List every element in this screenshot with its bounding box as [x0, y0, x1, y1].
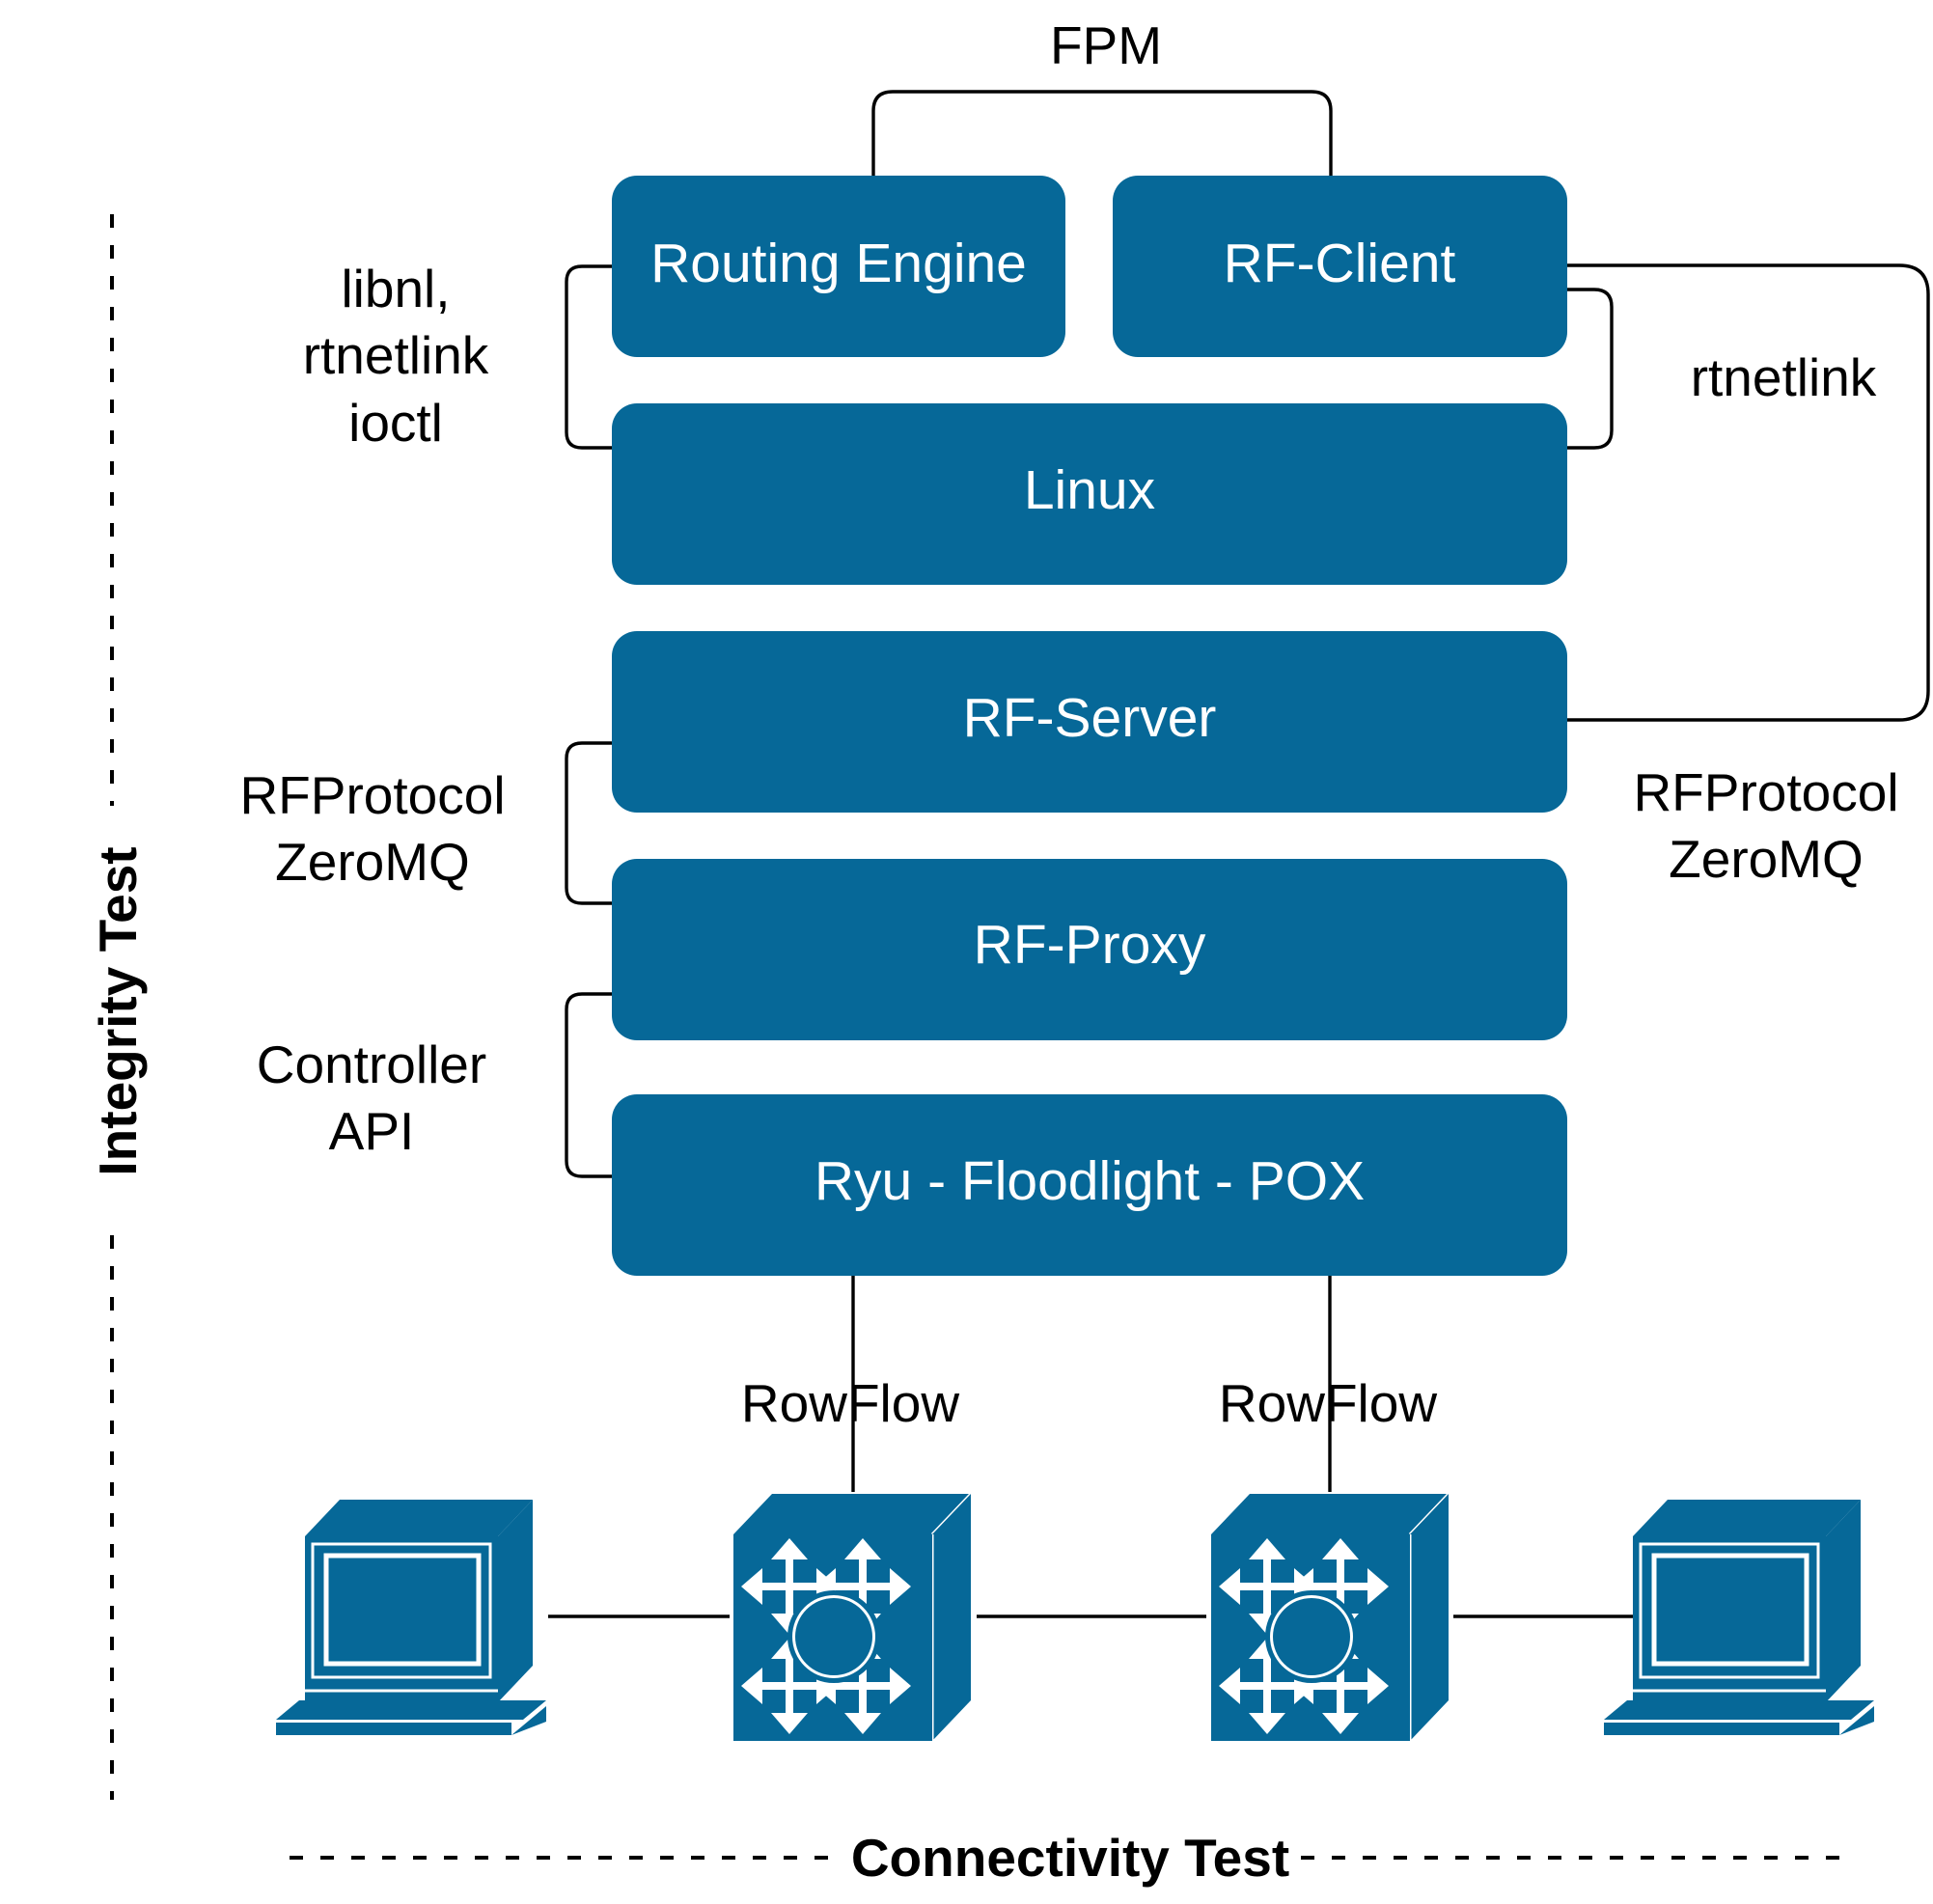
controller-api-label-line-2: API — [329, 1101, 415, 1161]
libnl-label-line-3: ioctl — [348, 393, 443, 453]
routing-engine-label: Routing Engine — [650, 233, 1027, 294]
fpm-connector — [871, 90, 1333, 176]
rf-proxy-box: RF-Proxy — [612, 859, 1567, 1040]
libnl-connector — [565, 264, 612, 450]
laptop-icon — [1604, 1500, 1874, 1735]
rfprotocol-right-label-line-1: RFProtocol — [1633, 762, 1898, 822]
rfprotocol-right-label-line-2: ZeroMQ — [1669, 829, 1864, 889]
controller-api-label-line-1: Controller — [257, 1035, 486, 1094]
rf-client-label: RF-Client — [1224, 233, 1456, 294]
controller-api-connector — [565, 992, 612, 1178]
rtnetlink-right-label: rtnetlink — [1691, 347, 1877, 407]
rf-server-box: RF-Server — [612, 631, 1567, 813]
laptop-icon — [276, 1500, 546, 1735]
rtnetlink-outer-connector — [1567, 263, 1930, 722]
rfprotocol-left-label-line-1: RFProtocol — [239, 765, 505, 825]
linux-label: Linux — [1024, 459, 1155, 521]
rowflow-right-label: RowFlow — [1219, 1373, 1437, 1433]
linux-box: Linux — [612, 403, 1567, 585]
connectivity-test-label: Connectivity Test — [851, 1828, 1289, 1888]
rf-server-label: RF-Server — [963, 687, 1217, 749]
rowflow-left-label: RowFlow — [741, 1373, 959, 1433]
routing-engine-box: Routing Engine — [612, 176, 1065, 357]
multilayer-switch-icon — [733, 1494, 971, 1741]
rf-proxy-label: RF-Proxy — [974, 914, 1206, 976]
fpm-label: FPM — [1050, 15, 1162, 75]
libnl-label-line-1: libnl, — [341, 259, 450, 318]
rtnetlink-inner-connector — [1567, 288, 1614, 450]
multilayer-switch-icon — [1211, 1494, 1449, 1741]
rfprotocol-left-label-line-2: ZeroMQ — [275, 832, 470, 892]
controllers-label: Ryu - Floodlight - POX — [815, 1150, 1365, 1212]
libnl-label-line-2: rtnetlink — [303, 325, 489, 385]
integrity-test-label: Integrity Test — [88, 846, 148, 1175]
controllers-box: Ryu - Floodlight - POX — [612, 1094, 1567, 1276]
rf-client-box: RF-Client — [1113, 176, 1567, 357]
rfprotocol-connector — [565, 741, 612, 905]
